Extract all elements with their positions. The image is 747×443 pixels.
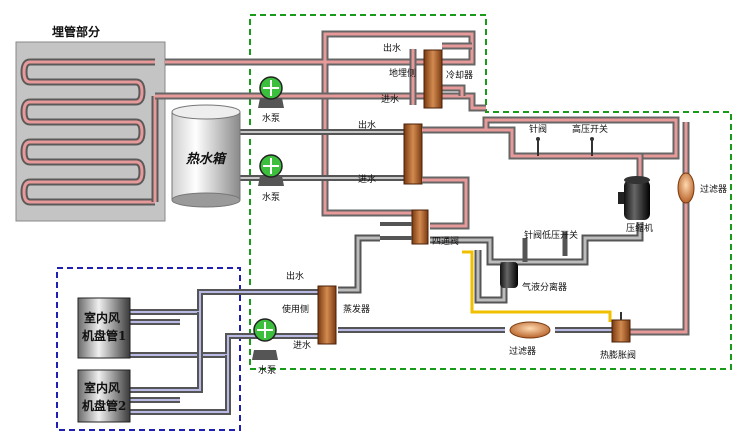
gas-liquid-separator <box>500 262 518 288</box>
evaporator-water-pipes <box>130 289 318 415</box>
cooler-ground-side-label: 地埋侧 <box>389 67 416 79</box>
cooler-outlet-label: 出水 <box>383 42 401 54</box>
compressor-label: 压缩机 <box>626 222 653 234</box>
pump-3 <box>252 318 278 360</box>
filter-right-label: 过滤器 <box>700 183 727 195</box>
expansion-valve <box>611 312 631 343</box>
fan-coil-1-label-b: 机盘管1 <box>82 328 126 343</box>
filter-right <box>677 172 695 204</box>
cooler-inlet-label: 进水 <box>381 93 399 105</box>
hx-outlet-label: 出水 <box>358 119 376 131</box>
fan-coil-2-label-b: 机盘管2 <box>82 398 126 413</box>
pump-1 <box>258 76 284 108</box>
hot-water-tank-label: 热水箱 <box>185 151 228 167</box>
condenser <box>403 123 423 185</box>
cooler-label: 冷却器 <box>446 69 473 81</box>
gas-liquid-separator-label: 气液分离器 <box>522 281 567 293</box>
evap-use-side-label: 使用侧 <box>282 303 309 315</box>
filter-bottom <box>509 321 551 339</box>
buried-pipe-label: 埋管部分 <box>52 24 100 39</box>
high-pressure-switch-label: 高压开关 <box>572 123 608 135</box>
cooler <box>423 49 443 109</box>
fan-coil-2 <box>77 369 131 423</box>
fan-coil-1 <box>77 297 131 359</box>
four-way-valve-label: 四通阀 <box>432 236 459 247</box>
low-pressure-switch-label: 针阀低压开关 <box>524 229 578 241</box>
filter-bottom-label: 过滤器 <box>509 345 536 357</box>
evap-outlet-label: 出水 <box>286 270 304 282</box>
evaporator-label: 蒸发器 <box>343 303 370 315</box>
gas-return-pipes <box>338 222 644 304</box>
ground-loop-pipes <box>155 30 486 217</box>
evap-inlet-label: 进水 <box>293 339 311 351</box>
pump-2 <box>258 154 284 186</box>
pump-2-label: 水泵 <box>262 191 280 203</box>
indoor-unit-boundary <box>56 267 241 431</box>
fan-coil-1-label-a: 室内风 <box>84 310 120 325</box>
four-way-valve <box>380 209 429 245</box>
needle-valve-top <box>536 137 540 156</box>
pump-1-label: 水泵 <box>262 112 280 124</box>
high-pressure-switch <box>590 137 594 156</box>
fan-coil-2-label-a: 室内风 <box>84 380 120 395</box>
expansion-valve-label: 热膨胀阀 <box>600 349 636 361</box>
evaporator <box>317 285 337 345</box>
hot-water-tank <box>171 104 241 208</box>
oil-line <box>462 250 612 322</box>
refrigerant-pipes <box>422 116 690 336</box>
valve-top-label: 针阀 <box>529 123 547 135</box>
outdoor-unit-boundary <box>249 14 732 370</box>
hx-inlet-label: 进水 <box>358 173 376 185</box>
pump-3-label: 水泵 <box>258 364 276 376</box>
compressor <box>618 176 650 220</box>
